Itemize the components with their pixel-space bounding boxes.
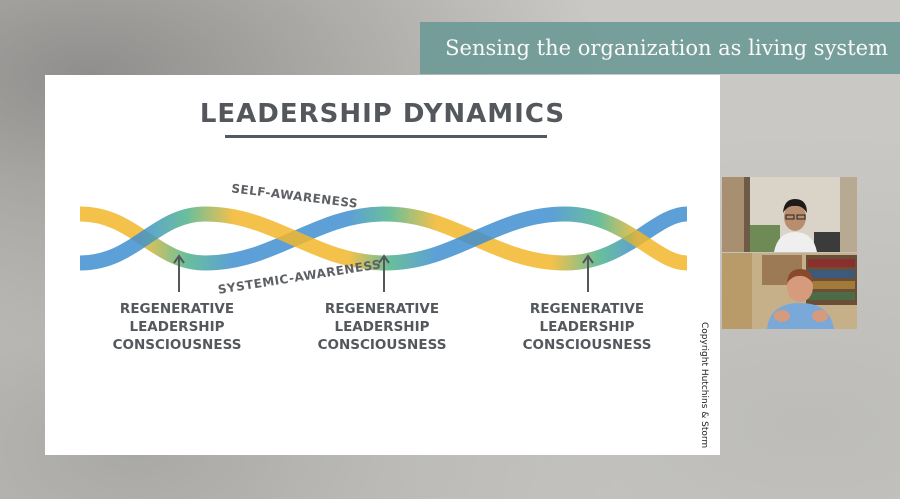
callout-line: REGENERATIVE — [529, 301, 645, 317]
callout-line: CONSCIOUSNESS — [522, 337, 652, 353]
callout-line: LEADERSHIP — [539, 319, 635, 335]
callout-line: LEADERSHIP — [334, 319, 430, 335]
systemic-awareness-wave — [79, 206, 688, 271]
person-with-glasses-thumbnail — [722, 177, 857, 252]
up-arrow-icon — [378, 254, 390, 292]
participant-video-2[interactable] — [722, 253, 857, 329]
person-speaking-thumbnail — [722, 253, 857, 329]
callout-regenerative-2: REGENERATIVE LEADERSHIP CONSCIOUSNESS — [312, 300, 452, 354]
callout-line: CONSCIOUSNESS — [317, 337, 447, 353]
title-underline — [225, 135, 547, 138]
participant-video-1[interactable] — [722, 177, 857, 252]
callout-regenerative-1: REGENERATIVE LEADERSHIP CONSCIOUSNESS — [107, 300, 247, 354]
shared-slide: LEADERSHIP DYNAMICS — [45, 75, 720, 455]
copyright-text: Copyright Hutchins & Storm — [699, 322, 709, 449]
up-arrow-icon — [582, 254, 594, 292]
callout-line: CONSCIOUSNESS — [112, 337, 242, 353]
up-arrow-icon — [173, 254, 185, 292]
callout-line: REGENERATIVE — [119, 301, 235, 317]
callout-line: LEADERSHIP — [129, 319, 225, 335]
callout-regenerative-3: REGENERATIVE LEADERSHIP CONSCIOUSNESS — [517, 300, 657, 354]
banner-title: Sensing the organization as living syste… — [445, 36, 888, 60]
callout-line: REGENERATIVE — [324, 301, 440, 317]
presentation-banner: Sensing the organization as living syste… — [420, 22, 900, 74]
slide-title: LEADERSHIP DYNAMICS — [199, 99, 566, 129]
